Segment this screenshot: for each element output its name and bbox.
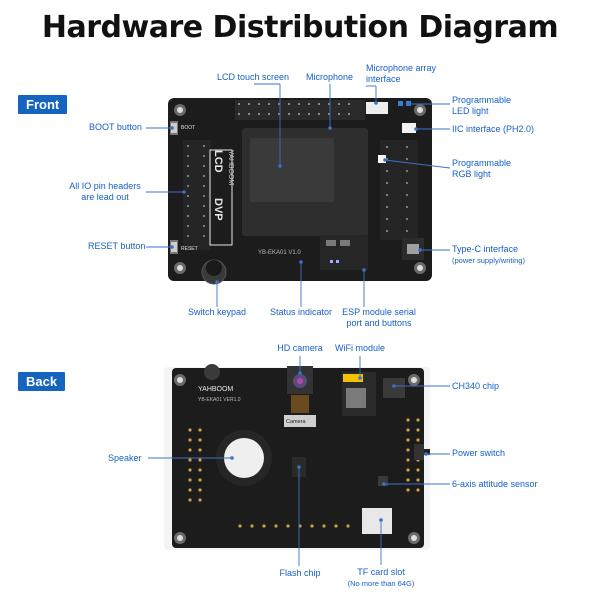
reset-silk-text: RESET bbox=[181, 246, 198, 252]
mic-array-label-line1: Microphone array bbox=[366, 63, 437, 73]
hd-camera-label: HD camera bbox=[277, 343, 323, 353]
esp-module-label: ESP module serial port and buttons bbox=[334, 307, 424, 329]
tf-card-label-line1: TF card slot bbox=[357, 567, 405, 577]
wifi-module-label: WiFi module bbox=[334, 343, 385, 353]
front-section-tag: Front bbox=[18, 95, 68, 114]
io-headers-label: All IO pin headers are lead out bbox=[64, 181, 146, 203]
esp-module-label-line1: ESP module serial bbox=[342, 307, 416, 317]
esp-module-label-line2: port and buttons bbox=[346, 318, 412, 328]
imu-sensor-label: 6-axis attitude sensor bbox=[452, 479, 538, 489]
type-c-label: Type-C interface (power supply/writing) bbox=[452, 244, 525, 266]
type-c-label-line1: Type-C interface bbox=[452, 244, 519, 254]
back-section-tag: Back bbox=[18, 372, 66, 391]
page-title: Hardware Distribution Diagram bbox=[41, 10, 559, 45]
camera-silk-text: Camera bbox=[286, 419, 306, 425]
microphone-label: Microphone bbox=[306, 72, 354, 82]
io-headers-label-line1: All IO pin headers bbox=[69, 181, 141, 191]
io-headers-label-line2: are lead out bbox=[81, 192, 129, 202]
back-model-text: YB-EKA01 VER1.0 bbox=[198, 397, 241, 403]
iic-interface-label: IIC interface (PH2.0) bbox=[452, 124, 535, 134]
tf-card-label-line2: (No more than 64G) bbox=[347, 579, 415, 588]
mic-array-label-line2: interface bbox=[366, 74, 401, 84]
switch-keypad-label: Switch keypad bbox=[187, 307, 247, 317]
front-model-text: YB-EKA01 V1.0 bbox=[258, 250, 301, 256]
tf-card-label: TF card slot (No more than 64G) bbox=[336, 567, 426, 589]
programmable-rgb-label-line2: RGB light bbox=[452, 169, 491, 179]
ch340-chip-label: CH340 chip bbox=[452, 381, 500, 391]
back-logo: YAHBOOM bbox=[198, 386, 234, 393]
flash-chip-label: Flash chip bbox=[279, 568, 321, 578]
boot-silk-text: BOOT bbox=[181, 125, 196, 131]
programmable-led-label-line2: LED light bbox=[452, 106, 489, 116]
status-indicator-label: Status indicator bbox=[269, 307, 333, 317]
programmable-rgb-label: Programmable RGB light bbox=[452, 158, 511, 180]
programmable-led-label: Programmable LED light bbox=[452, 95, 511, 117]
reset-button-label: RESET button bbox=[88, 241, 146, 251]
programmable-led-label-line1: Programmable bbox=[452, 95, 512, 105]
speaker-label: Speaker bbox=[108, 453, 142, 463]
type-c-label-line2: (power supply/writing) bbox=[452, 256, 525, 265]
power-switch-label: Power switch bbox=[452, 448, 506, 458]
programmable-rgb-label-line1: Programmable bbox=[452, 158, 512, 168]
boot-button-label: BOOT button bbox=[89, 122, 142, 132]
lcd-touch-screen-label: LCD touch screen bbox=[217, 72, 290, 82]
mic-array-label: Microphone array interface bbox=[366, 63, 436, 85]
